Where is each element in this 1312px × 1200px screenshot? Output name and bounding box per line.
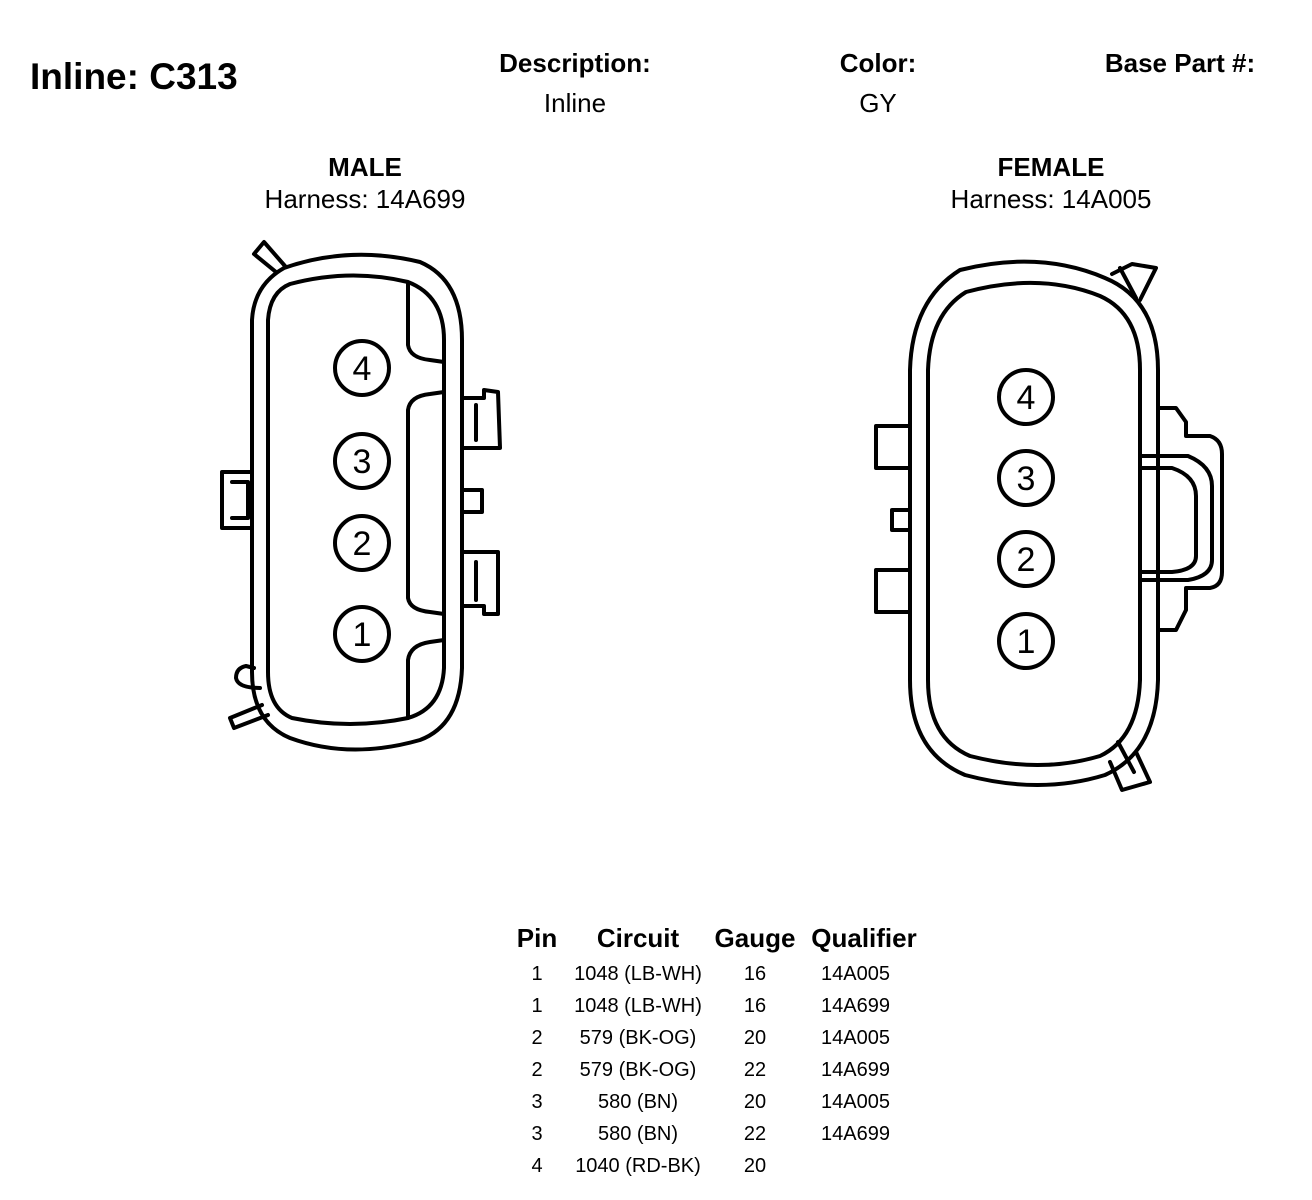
color-value: GY — [859, 88, 897, 118]
table-row: 1 1048 (LB-WH) 16 14A005 — [505, 958, 925, 990]
cell-circuit: 1048 (LB-WH) — [574, 962, 702, 985]
cell-qualifier: 14A699 — [821, 994, 890, 1017]
cell-pin: 1 — [531, 994, 543, 1017]
cell-qualifier: 14A005 — [821, 1026, 890, 1049]
male-pin-4-label: 4 — [353, 350, 372, 388]
male-connector-body — [220, 240, 502, 752]
table-row: 2 579 (BK-OG) 20 14A005 — [505, 1022, 925, 1054]
cell-qualifier: 14A699 — [821, 1058, 890, 1081]
female-pin-4 — [997, 368, 1055, 426]
male-pin-3 — [333, 432, 391, 490]
table-row: 2 579 (BK-OG) 22 14A699 — [505, 1054, 925, 1086]
cell-circuit: 579 (BK-OG) — [579, 1026, 697, 1049]
cell-gauge: 16 — [743, 994, 767, 1017]
cell-pin: 2 — [531, 1058, 543, 1081]
table-row: 3 580 (BN) 22 14A699 — [505, 1118, 925, 1150]
cell-pin: 3 — [531, 1122, 543, 1145]
cell-gauge: 16 — [743, 962, 767, 985]
pin-table: Pin Circuit Gauge Qualifier 1 1048 (LB-W… — [505, 920, 925, 1182]
cell-gauge: 20 — [743, 1090, 767, 1113]
male-harness: Harness: 14A699 — [264, 184, 466, 214]
female-pin-2 — [997, 530, 1055, 588]
male-pin-2-label: 2 — [353, 525, 372, 563]
cell-gauge: 22 — [743, 1122, 767, 1145]
male-pin-3-label: 3 — [353, 443, 372, 481]
female-pin-2-label: 2 — [1017, 541, 1036, 579]
female-pin-3 — [997, 449, 1055, 507]
header-qualifier: Qualifier — [811, 922, 917, 953]
description-value: Inline — [543, 88, 607, 118]
cell-pin: 4 — [531, 1154, 543, 1177]
cell-pin: 1 — [531, 962, 543, 985]
cell-qualifier: 14A005 — [821, 1090, 890, 1113]
cell-gauge: 20 — [743, 1154, 767, 1177]
cell-circuit: 1040 (RD-BK) — [575, 1154, 701, 1177]
male-pin-4 — [333, 339, 391, 397]
base-part-label: Base Part #: — [1104, 48, 1256, 78]
header-gauge: Gauge — [714, 922, 796, 953]
table-row: 3 580 (BN) 20 14A005 — [505, 1086, 925, 1118]
male-title: MALE — [328, 152, 402, 182]
female-pin-4-label: 4 — [1017, 379, 1036, 417]
pin-table-header: Pin Circuit Gauge Qualifier — [505, 920, 925, 958]
table-row: 1 1048 (LB-WH) 16 14A699 — [505, 990, 925, 1022]
cell-qualifier: 14A699 — [821, 1122, 890, 1145]
female-pin-1-label: 1 — [1017, 623, 1036, 661]
female-pin-3-label: 3 — [1017, 460, 1036, 498]
color-label: Color: — [839, 48, 917, 78]
male-pin-2 — [333, 514, 391, 572]
female-pin-1 — [997, 612, 1055, 670]
male-pin-1-label: 1 — [353, 616, 372, 654]
description-label: Description: — [499, 48, 651, 78]
cell-pin: 3 — [531, 1090, 543, 1113]
cell-circuit: 1048 (LB-WH) — [574, 994, 702, 1017]
cell-pin: 2 — [531, 1026, 543, 1049]
cell-circuit: 580 (BN) — [597, 1122, 679, 1145]
cell-qualifier: 14A005 — [821, 962, 890, 985]
male-pin-1 — [333, 605, 391, 663]
cell-circuit: 580 (BN) — [597, 1090, 679, 1113]
table-row: 4 1040 (RD-BK) 20 — [505, 1150, 925, 1182]
cell-qualifier — [803, 1150, 925, 1182]
female-harness: Harness: 14A005 — [950, 184, 1152, 214]
connector-diagram: 4 3 2 1 4 3 2 1 — [220, 240, 1224, 792]
female-connector-body — [874, 259, 1224, 792]
cell-circuit: 579 (BK-OG) — [579, 1058, 697, 1081]
connector-title: Inline: C313 — [30, 56, 238, 97]
cell-gauge: 20 — [743, 1026, 767, 1049]
cell-gauge: 22 — [743, 1058, 767, 1081]
header-circuit: Circuit — [596, 922, 680, 953]
female-title: FEMALE — [997, 152, 1105, 182]
header-pin: Pin — [516, 922, 558, 953]
